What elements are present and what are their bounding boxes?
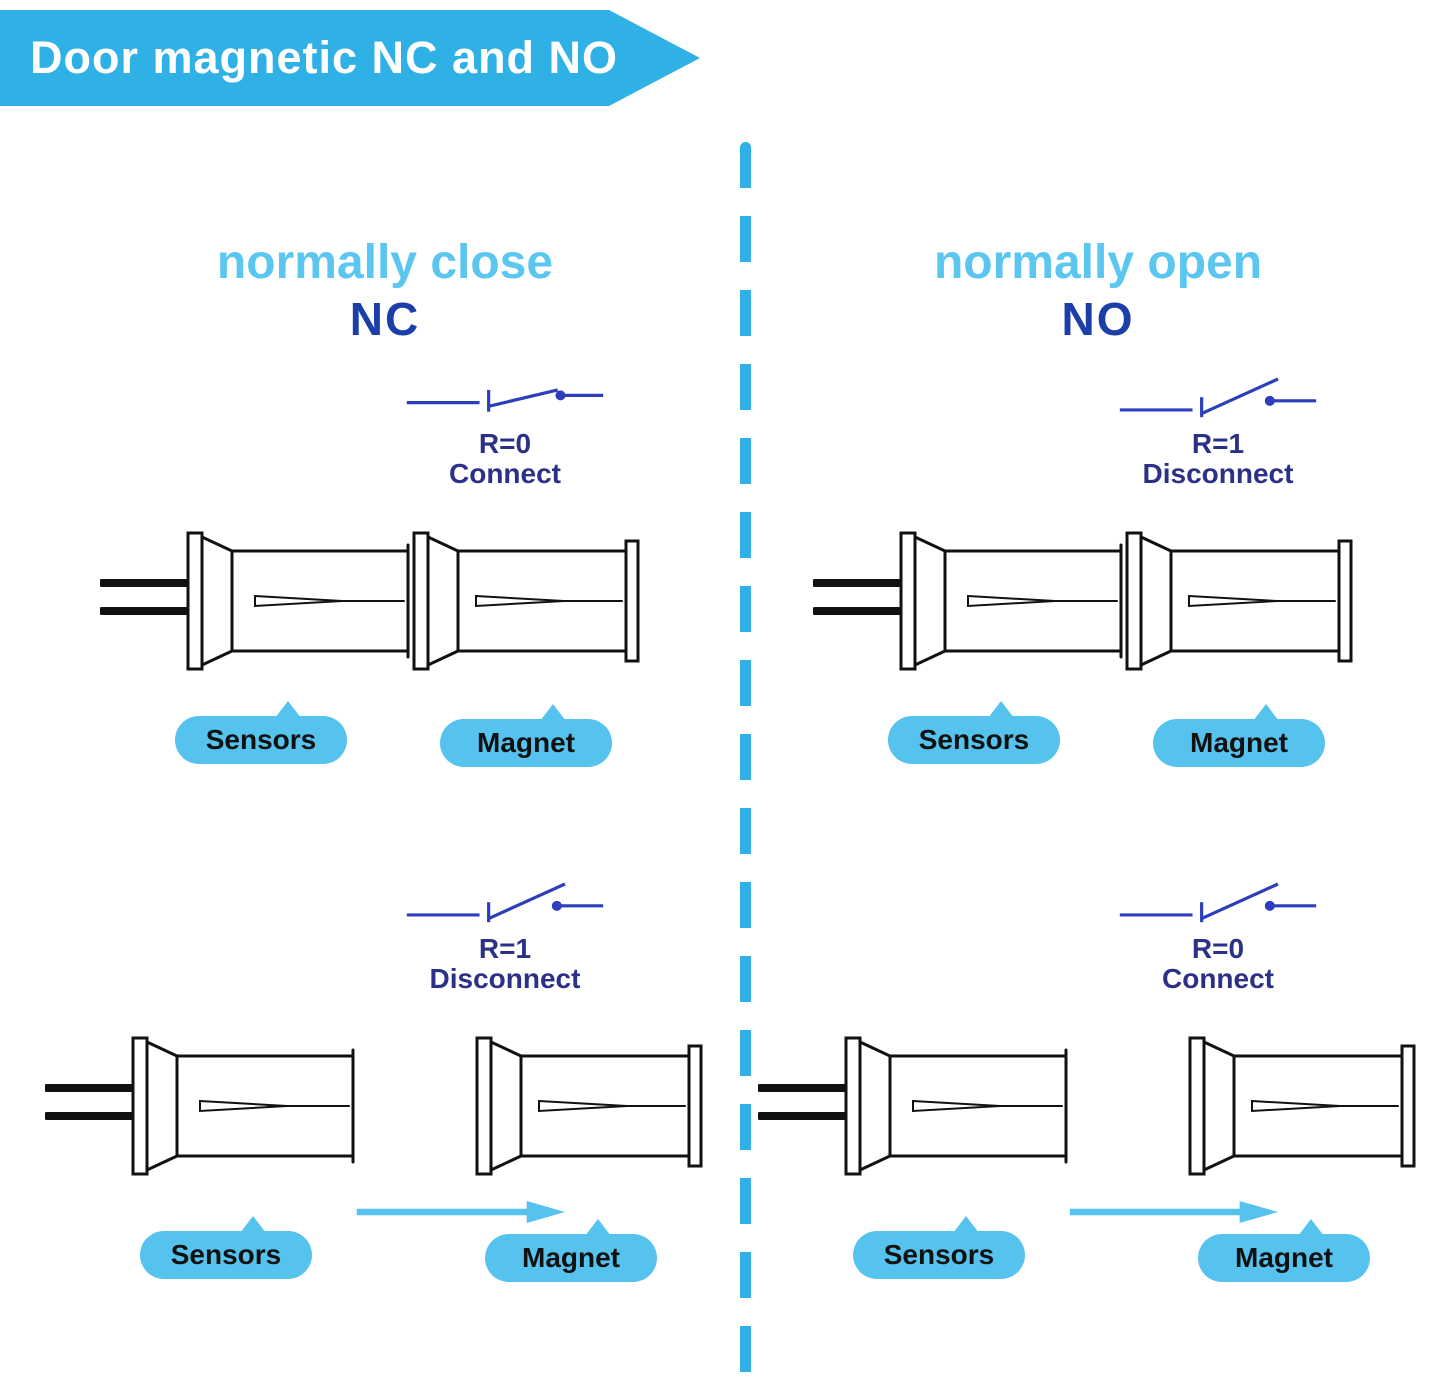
magnet-pill-label: Magnet: [1190, 727, 1288, 758]
resistance-label: R=1: [478, 933, 532, 964]
no-abbr: NO: [1061, 293, 1135, 345]
nc-subtitle: normally close: [216, 236, 554, 289]
nc-open-door-scenario: R=1 Disconnect Sensors Magnet: [45, 876, 725, 1306]
magnet-drawing: [1188, 1036, 1416, 1176]
magnet-drawing: [475, 1036, 703, 1176]
no-subtitle: normally open: [933, 236, 1263, 289]
connection-state-label: Connect: [1162, 963, 1274, 995]
magnet-pill: Magnet: [1198, 1219, 1370, 1282]
center-dashed-divider: [740, 142, 751, 1380]
sensor-drawing: [758, 1026, 1088, 1186]
magnet-pill-label: Magnet: [522, 1242, 620, 1273]
magnet-pill-label: Magnet: [477, 727, 575, 758]
sensors-pill: Sensors: [140, 1216, 312, 1279]
page-title: Door magnetic NC and NO: [30, 32, 619, 83]
resistance-label: R=1: [1191, 428, 1245, 459]
magnet-pill: Magnet: [485, 1219, 657, 1282]
sensors-pill-label: Sensors: [170, 1239, 282, 1270]
no-open-switch-block: R=0 Connect: [1108, 876, 1328, 994]
sensors-pill: Sensors: [888, 701, 1060, 764]
connection-state-label: Disconnect: [429, 963, 581, 995]
resistance-label: R=0: [478, 428, 532, 459]
nc-open-switch-block: R=1 Disconnect: [395, 876, 615, 994]
magnet-moving-arrow-icon: [355, 1198, 565, 1226]
sensor-drawing: [45, 1026, 375, 1186]
sensors-pill: Sensors: [175, 701, 347, 764]
magnet-moving-arrow-icon: [1068, 1198, 1278, 1226]
resistance-label: R=0: [1191, 933, 1245, 964]
magnet-pill: Magnet: [1153, 704, 1325, 767]
switch-open-icon: [405, 882, 605, 924]
sensors-pill-label: Sensors: [883, 1239, 995, 1270]
sensor-magnet-together-drawing: [813, 521, 1353, 681]
switch-closed-icon: [405, 388, 605, 414]
connection-state-label: Connect: [449, 458, 561, 490]
nc-column: normally close NC R=0 Connect Sensors Ma…: [45, 150, 725, 1306]
sensors-pill-label: Sensors: [918, 724, 1030, 755]
no-closed-door-scenario: R=1 Disconnect Sensors Magnet: [758, 371, 1438, 767]
nc-closed-switch-block: R=0 Connect: [395, 371, 615, 489]
connection-state-label: Disconnect: [1142, 458, 1294, 490]
nc-closed-door-scenario: R=0 Connect Sensors Magnet: [45, 371, 725, 767]
no-column: normally open NO R=1 Disconnect Sensors …: [758, 150, 1438, 1306]
sensors-pill-label: Sensors: [205, 724, 317, 755]
sensors-pill: Sensors: [853, 1216, 1025, 1279]
nc-abbr: NC: [349, 293, 421, 345]
title-banner: Door magnetic NC and NO: [0, 10, 700, 106]
sensor-magnet-together-drawing: [100, 521, 640, 681]
magnet-pill-label: Magnet: [1235, 1242, 1333, 1273]
switch-open-icon: [1118, 882, 1318, 924]
switch-open-icon: [1118, 377, 1318, 419]
magnet-pill: Magnet: [440, 704, 612, 767]
no-closed-switch-block: R=1 Disconnect: [1108, 371, 1328, 489]
no-open-door-scenario: R=0 Connect Sensors Magnet: [758, 876, 1438, 1306]
